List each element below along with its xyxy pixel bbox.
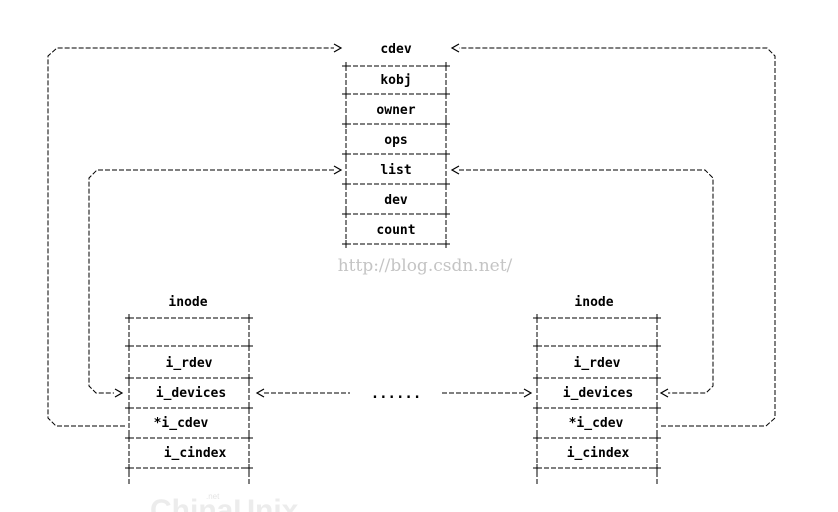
- inode-left-field-i-cdev: *i_cdev: [154, 416, 209, 431]
- blog-url-watermark: http://blog.csdn.net/: [338, 256, 513, 276]
- logo-watermark: ChinaUnix: [150, 494, 299, 512]
- inode-right-field-i-cdev: *i_cdev: [569, 416, 624, 431]
- inode-left-box-outline: [125, 314, 253, 486]
- logo-watermark-superscript: .net: [206, 492, 220, 501]
- inode-left-field-i-rdev: i_rdev: [166, 356, 213, 371]
- connector-i-devices-chain: [255, 388, 533, 398]
- inode-right-box-outline: [533, 314, 661, 486]
- connector-right-i-devices-to-list: [450, 165, 714, 398]
- cdev-field-owner: owner: [376, 103, 415, 118]
- connector-list-to-left-i-devices: [88, 165, 343, 398]
- cdev-field-kobj: kobj: [380, 73, 411, 88]
- inode-right-field-i-rdev: i_rdev: [574, 356, 621, 371]
- inode-left-title: inode: [168, 295, 207, 310]
- inode-right-field-i-cindex: i_cindex: [567, 446, 630, 461]
- cdev-title: cdev: [380, 42, 411, 57]
- cdev-field-ops: ops: [384, 133, 407, 148]
- inode-left-struct: inode i_rdev i_devices *i_cdev i_cindex: [125, 295, 253, 486]
- cdev-field-dev: dev: [384, 193, 408, 208]
- cdev-box-outline: [342, 62, 450, 248]
- connector-right-i-cdev-to-cdev: [450, 43, 776, 427]
- inode-right-title: inode: [574, 295, 613, 310]
- inode-left-field-i-cindex: i_cindex: [164, 446, 227, 461]
- ellipsis-label: ......: [371, 386, 422, 402]
- inode-right-struct: inode i_rdev i_devices *i_cdev i_cindex: [533, 295, 661, 486]
- cdev-struct: cdev kobj owner ops list dev count: [342, 42, 450, 248]
- connector-left-i-cdev-to-cdev: [47, 43, 343, 427]
- cdev-field-count: count: [376, 223, 415, 238]
- cdev-field-list: list: [380, 163, 411, 178]
- inode-left-field-i-devices: i_devices: [156, 386, 226, 401]
- inode-right-field-i-devices: i_devices: [563, 386, 633, 401]
